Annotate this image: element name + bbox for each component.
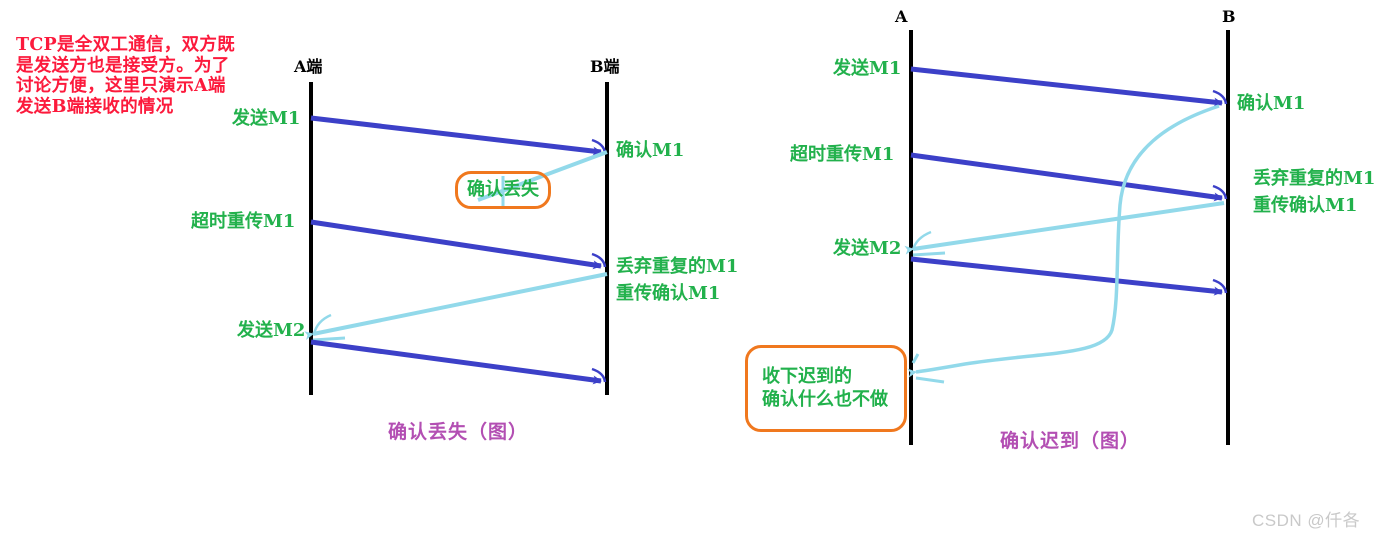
- csdn-watermark: CSDN @仟各: [1252, 511, 1361, 530]
- right-ack-stub: [912, 251, 946, 257]
- right-label-retransmit-m1: 超时重传M1: [790, 144, 895, 165]
- right-arrowhead-hook-2: [1212, 184, 1228, 200]
- left-arrowhead-hook-3: [591, 367, 607, 383]
- right-endpoint-a-label: A: [895, 7, 908, 26]
- right-label-discard-dup-m1: 丢弃重复的M1: [1253, 168, 1376, 189]
- left-label-reack-m1: 重传确认M1: [616, 283, 721, 304]
- right-arrow-delayed-ack: [907, 104, 1220, 378]
- right-endpoint-b-label: B: [1222, 7, 1236, 26]
- tcp-duplex-note: TCP是全双工通信，双方既 是发送方也是接受方。为了 讨论方便，这里只演示A端 …: [16, 35, 236, 117]
- left-callout-ack-lost: 确认丢失: [455, 171, 551, 209]
- right-label-send-m1: 发送M1: [833, 58, 902, 79]
- right-ack-hook: [911, 230, 932, 251]
- right-label-reack-m1: 重传确认M1: [1253, 195, 1358, 216]
- right-label-send-m2: 发送M2: [833, 238, 902, 259]
- left-arrowhead-hook-2: [591, 252, 607, 268]
- left-arrow-send-m2: [310, 339, 602, 385]
- left-label-discard-dup-m1: 丢弃重复的M1: [616, 256, 739, 277]
- right-arrow-retransmit-m1: [910, 152, 1223, 202]
- right-delayed-ack-stub: [915, 376, 945, 384]
- left-label-send-m2: 发送M2: [237, 320, 306, 341]
- right-label-ack-m1: 确认M1: [1237, 93, 1306, 114]
- left-diagram-caption: 确认丢失（图）: [388, 421, 529, 443]
- left-ack-stub: [312, 336, 346, 342]
- left-label-send-m1: 发送M1: [232, 108, 301, 129]
- left-ack-hook: [312, 313, 332, 335]
- right-arrowhead-hook-1: [1212, 89, 1228, 105]
- right-arrow-send-m2: [910, 256, 1223, 296]
- left-endpoint-a-label: A端: [294, 57, 323, 76]
- left-callout-text: 确认丢失: [467, 178, 539, 200]
- right-delayed-ack-hook: [911, 353, 920, 364]
- right-callout-accept-late-ack: 收下迟到的 确认什么也不做: [745, 345, 907, 432]
- right-arrow-send-m1: [910, 66, 1223, 107]
- left-arrow-reack-m1: [304, 272, 608, 341]
- left-arrow-send-m1: [310, 115, 602, 156]
- right-arrowhead-hook-3: [1212, 278, 1228, 294]
- right-diagram-caption: 确认迟到（图）: [1000, 430, 1141, 452]
- right-callout-text: 收下迟到的 确认什么也不做: [762, 366, 888, 410]
- left-arrowhead-hook-1: [591, 138, 607, 154]
- left-endpoint-b-label: B端: [590, 57, 620, 76]
- left-arrow-retransmit-m1: [310, 219, 602, 270]
- left-label-ack-m1: 确认M1: [616, 140, 685, 161]
- left-label-retransmit-m1: 超时重传M1: [191, 211, 296, 232]
- right-arrow-reack-m1: [904, 201, 1225, 255]
